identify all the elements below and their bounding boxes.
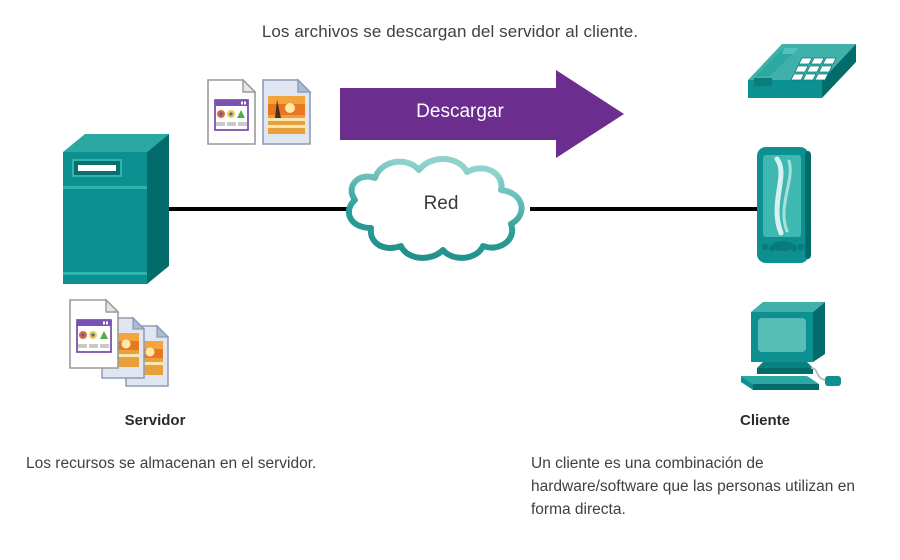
document-file-icon (207, 78, 257, 145)
server-caption: Los recursos se almacenan en el servidor… (26, 455, 317, 472)
network-cloud-icon (333, 152, 549, 268)
ip-phone-icon (726, 36, 860, 112)
download-arrow-label: Descargar (416, 101, 504, 122)
desktop-computer-icon (733, 298, 849, 394)
network-link-server-to-cloud (163, 207, 363, 211)
file-stack-icon (62, 296, 180, 392)
pda-handheld-icon (755, 145, 815, 265)
download-arrow-icon (340, 70, 624, 158)
diagram-title: Los archivos se descargan del servidor a… (261, 22, 639, 41)
image-file-icon (262, 78, 312, 145)
server-tower-icon (63, 134, 169, 286)
transferred-files-group (205, 78, 317, 148)
client-caption: Un cliente es una combinación de hardwar… (531, 455, 855, 518)
client-label: Cliente (739, 412, 790, 429)
network-cloud-label: Red (423, 193, 459, 214)
network-link-cloud-to-client (530, 207, 762, 211)
server-label: Servidor (124, 412, 186, 429)
